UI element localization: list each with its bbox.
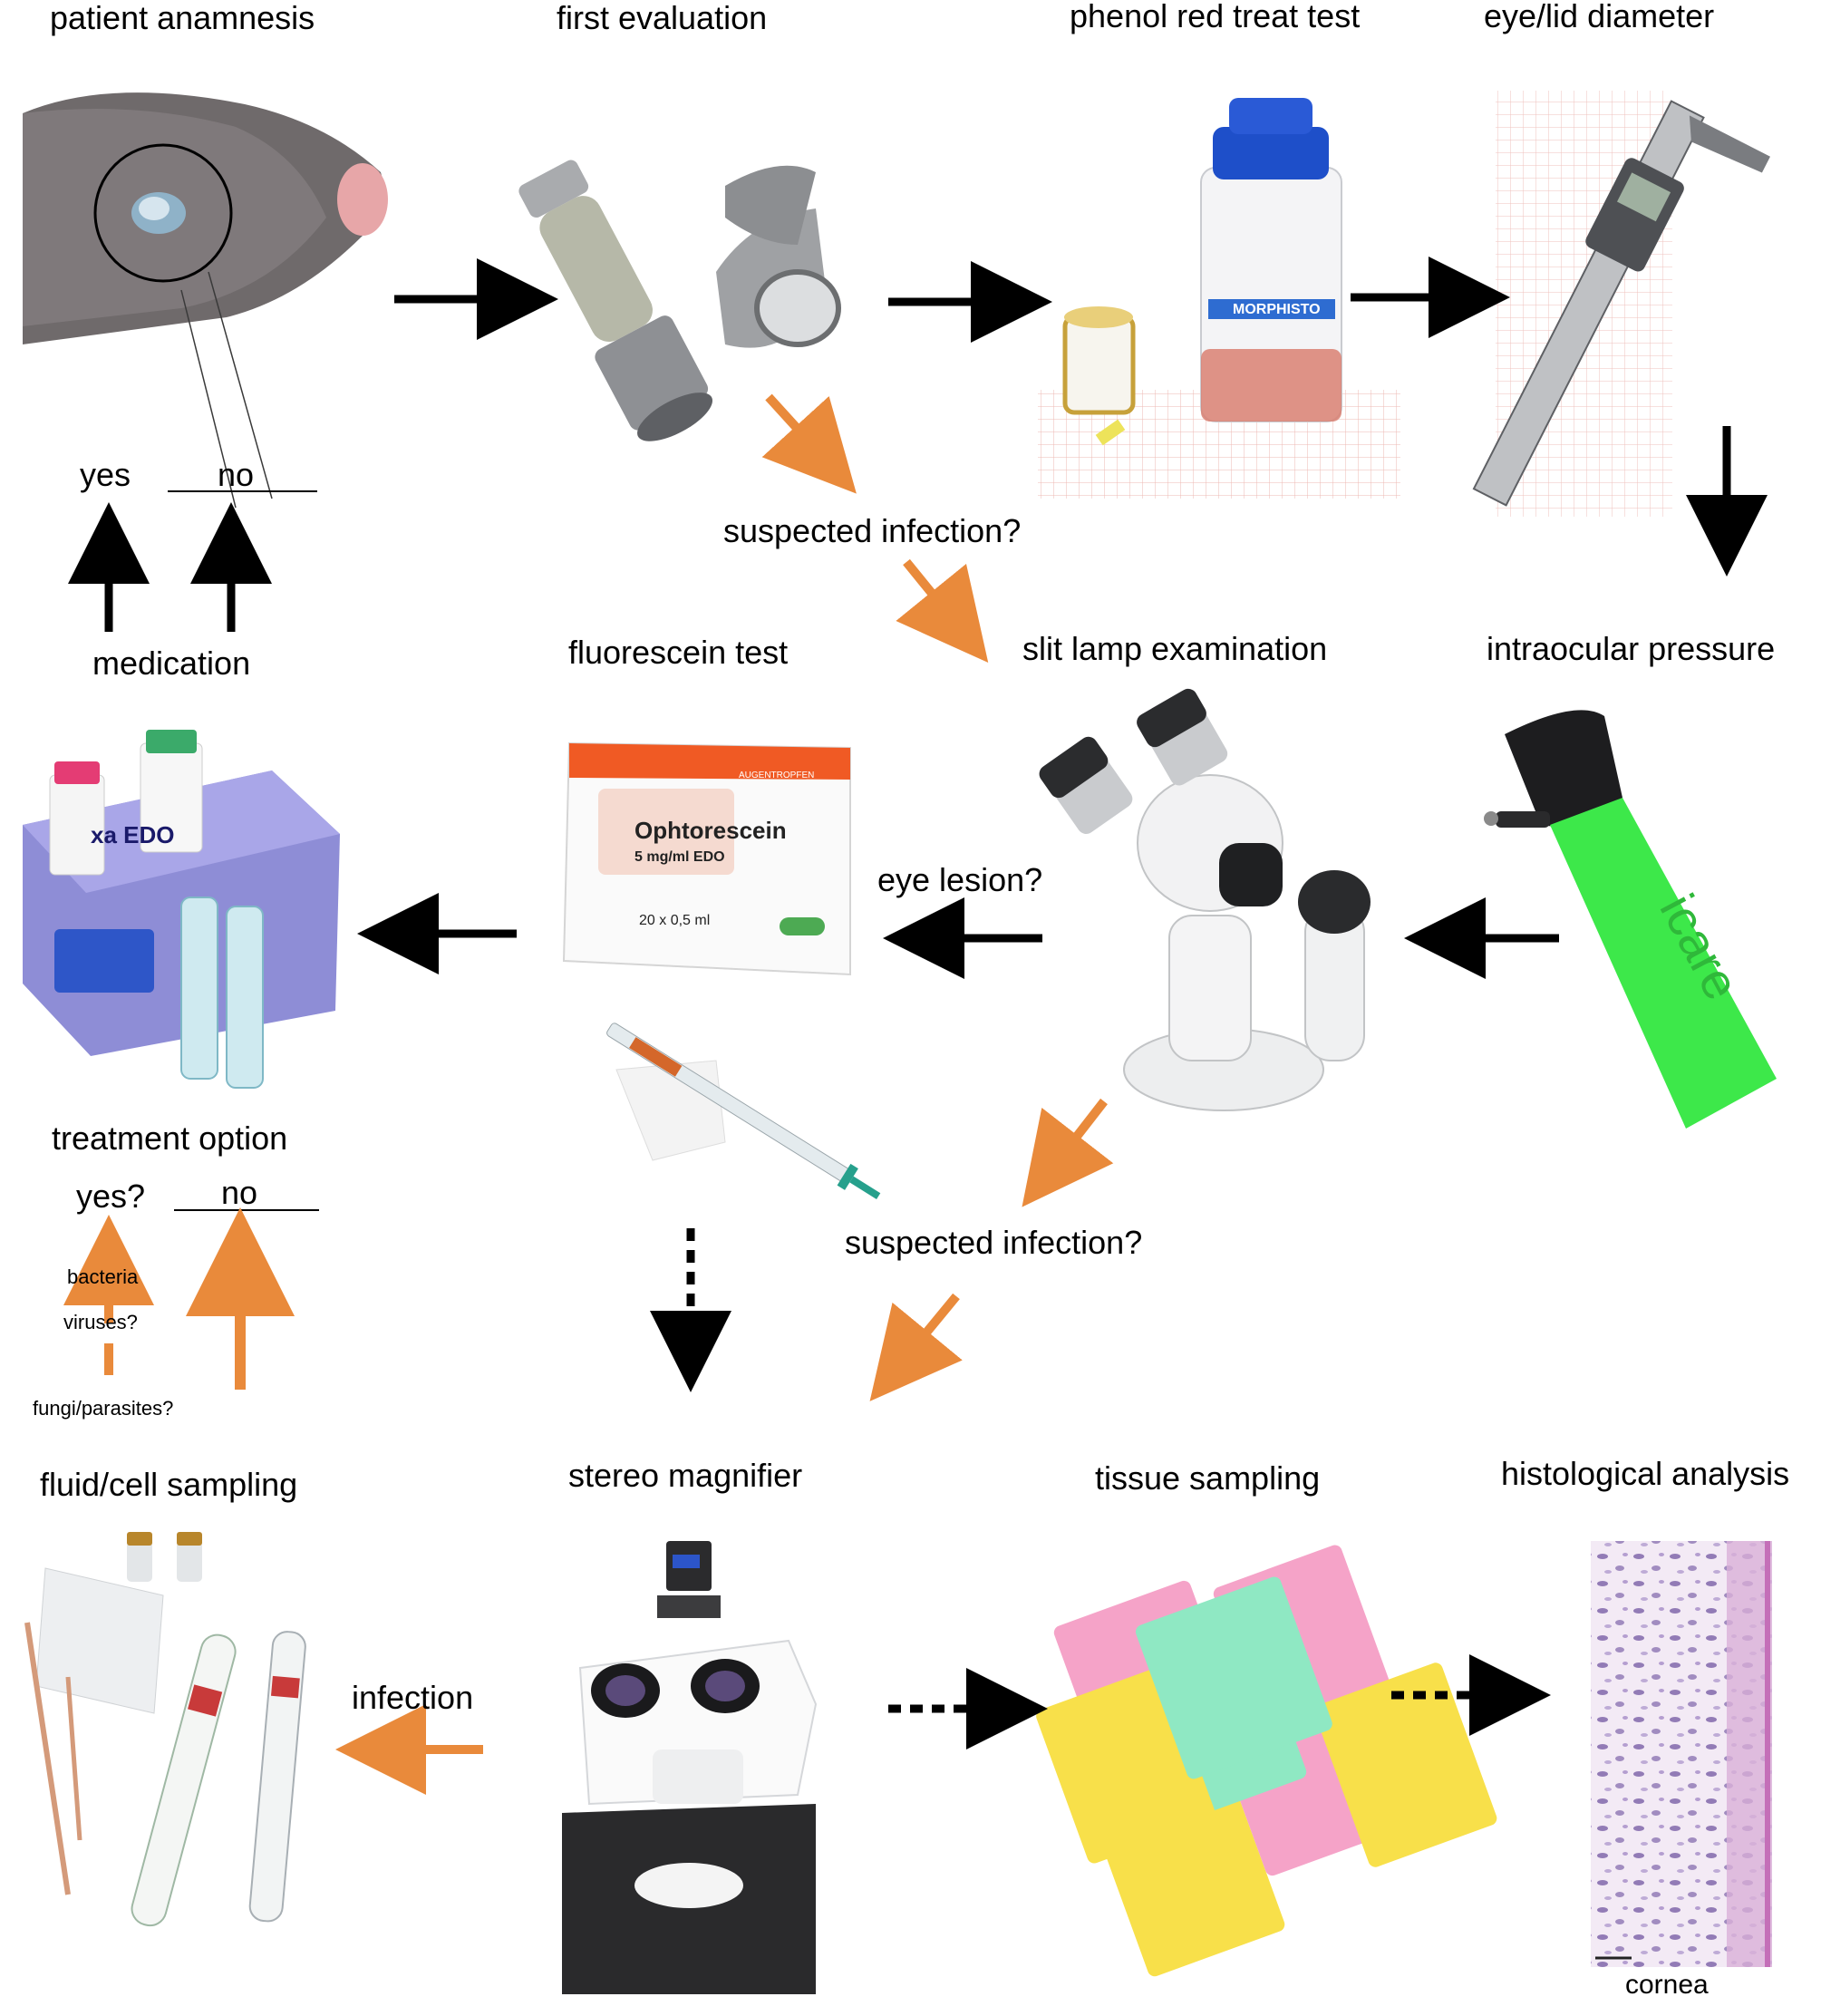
slit-lamp-photo — [1039, 688, 1371, 1111]
label-stereo-magnifier: stereo magnifier — [568, 1457, 803, 1494]
label-phenol-red: phenol red treat test — [1070, 0, 1361, 34]
magnifier-loupe-photo — [716, 165, 841, 348]
label-first-evaluation: first evaluation — [557, 0, 768, 36]
morphisto-text: MORPHISTO — [1233, 302, 1321, 317]
label-viruses: viruses? — [63, 1311, 138, 1333]
tonometer-photo: icare — [1484, 710, 1777, 1129]
label-no: no — [218, 456, 255, 493]
ophtorescein-sub-text: 5 mg/ml EDO — [634, 849, 725, 865]
swab-tubes-photo — [24, 1532, 306, 1927]
arrow-slitlamp-to-suspected2 — [1022, 1098, 1114, 1207]
label-medication: medication — [92, 645, 251, 682]
label-fluid-cell-sampling: fluid/cell sampling — [40, 1466, 298, 1503]
eye-drops-photo: xa EDO — [23, 730, 340, 1089]
edo-text: xa EDO — [91, 821, 175, 848]
cassettes-photo — [1036, 1545, 1497, 1977]
label-suspected-infection-1: suspected infection? — [723, 512, 1022, 549]
label-yes-question: yes? — [76, 1178, 146, 1215]
arrow-suspected-to-slitlamp — [896, 558, 989, 664]
label-treatment-option: treatment option — [52, 1119, 288, 1157]
caliper-photo — [1472, 91, 1770, 517]
stereo-microscope-photo — [562, 1541, 818, 1994]
mouse-photo — [23, 92, 388, 509]
label-no-treatment: no — [221, 1174, 258, 1211]
label-fungi-parasites: fungi/parasites? — [33, 1397, 174, 1420]
label-eye-lesion: eye lesion? — [877, 861, 1043, 898]
label-suspected-infection-2: suspected infection? — [845, 1224, 1143, 1261]
phenol-red-bottle-photo: MORPHISTO — [1038, 98, 1400, 499]
label-bacteria: bacteria — [67, 1265, 139, 1288]
label-intraocular-pressure: intraocular pressure — [1487, 630, 1776, 667]
label-eye-lid: eye/lid diameter — [1484, 0, 1715, 34]
histology-photo — [1591, 1541, 1772, 1967]
black-arrows — [68, 257, 1768, 1749]
label-infection: infection — [352, 1679, 474, 1716]
label-yes: yes — [80, 456, 131, 493]
syringe-photo — [606, 1023, 881, 1199]
label-fluorescein-test: fluorescein test — [568, 634, 789, 671]
arrow-suspected2-to-stereo — [869, 1293, 963, 1401]
label-patient-anamnesis: patient anamnesis — [50, 0, 315, 36]
label-slit-lamp: slit lamp examination — [1022, 630, 1328, 667]
label-histological-analysis: histological analysis — [1501, 1455, 1790, 1492]
ophtorescein-qty-text: 20 x 0,5 ml — [639, 913, 710, 928]
flashlight-photo — [518, 160, 713, 441]
orange-arrows — [63, 393, 1114, 1795]
label-tissue-sampling: tissue sampling — [1095, 1459, 1321, 1497]
arrow-first-eval-to-suspected — [761, 393, 857, 494]
fluorescein-box-photo: Ophtorescein 5 mg/ml EDO 20 x 0,5 ml AUG… — [562, 741, 851, 976]
ophtorescein-text: Ophtorescein — [634, 817, 787, 844]
drops-text: AUGENTROPFEN — [739, 771, 814, 780]
label-cornea: cornea — [1625, 1970, 1709, 2000]
